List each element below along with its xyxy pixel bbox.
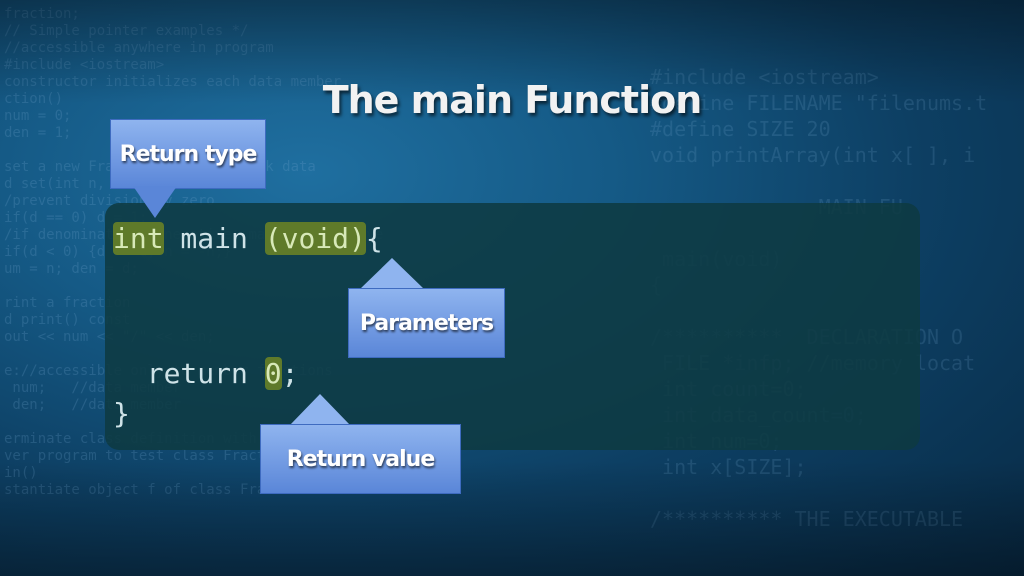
semicolon-token: ; bbox=[281, 357, 299, 390]
callout-return-type: Return type bbox=[110, 119, 266, 189]
return-keyword-token: return bbox=[146, 357, 265, 390]
callout-parameters-pointer bbox=[360, 258, 424, 289]
code-line-signature: int main (void){ bbox=[113, 222, 383, 256]
open-brace-token: { bbox=[365, 222, 383, 255]
parameters-token: (void) bbox=[264, 222, 366, 255]
code-line-close: } bbox=[113, 397, 130, 430]
callout-return-value-pointer bbox=[290, 394, 350, 425]
code-line-return: return 0; bbox=[113, 357, 298, 391]
callout-return-value: Return value bbox=[260, 424, 461, 494]
code-panel bbox=[105, 203, 920, 450]
indent bbox=[113, 357, 147, 390]
return-type-token: int bbox=[113, 222, 164, 255]
slide-title: The main Function bbox=[322, 78, 703, 122]
callout-parameters: Parameters bbox=[348, 288, 505, 358]
return-value-token: 0 bbox=[264, 357, 282, 390]
callout-return-type-pointer bbox=[133, 186, 177, 218]
function-name-token: main bbox=[163, 222, 265, 255]
